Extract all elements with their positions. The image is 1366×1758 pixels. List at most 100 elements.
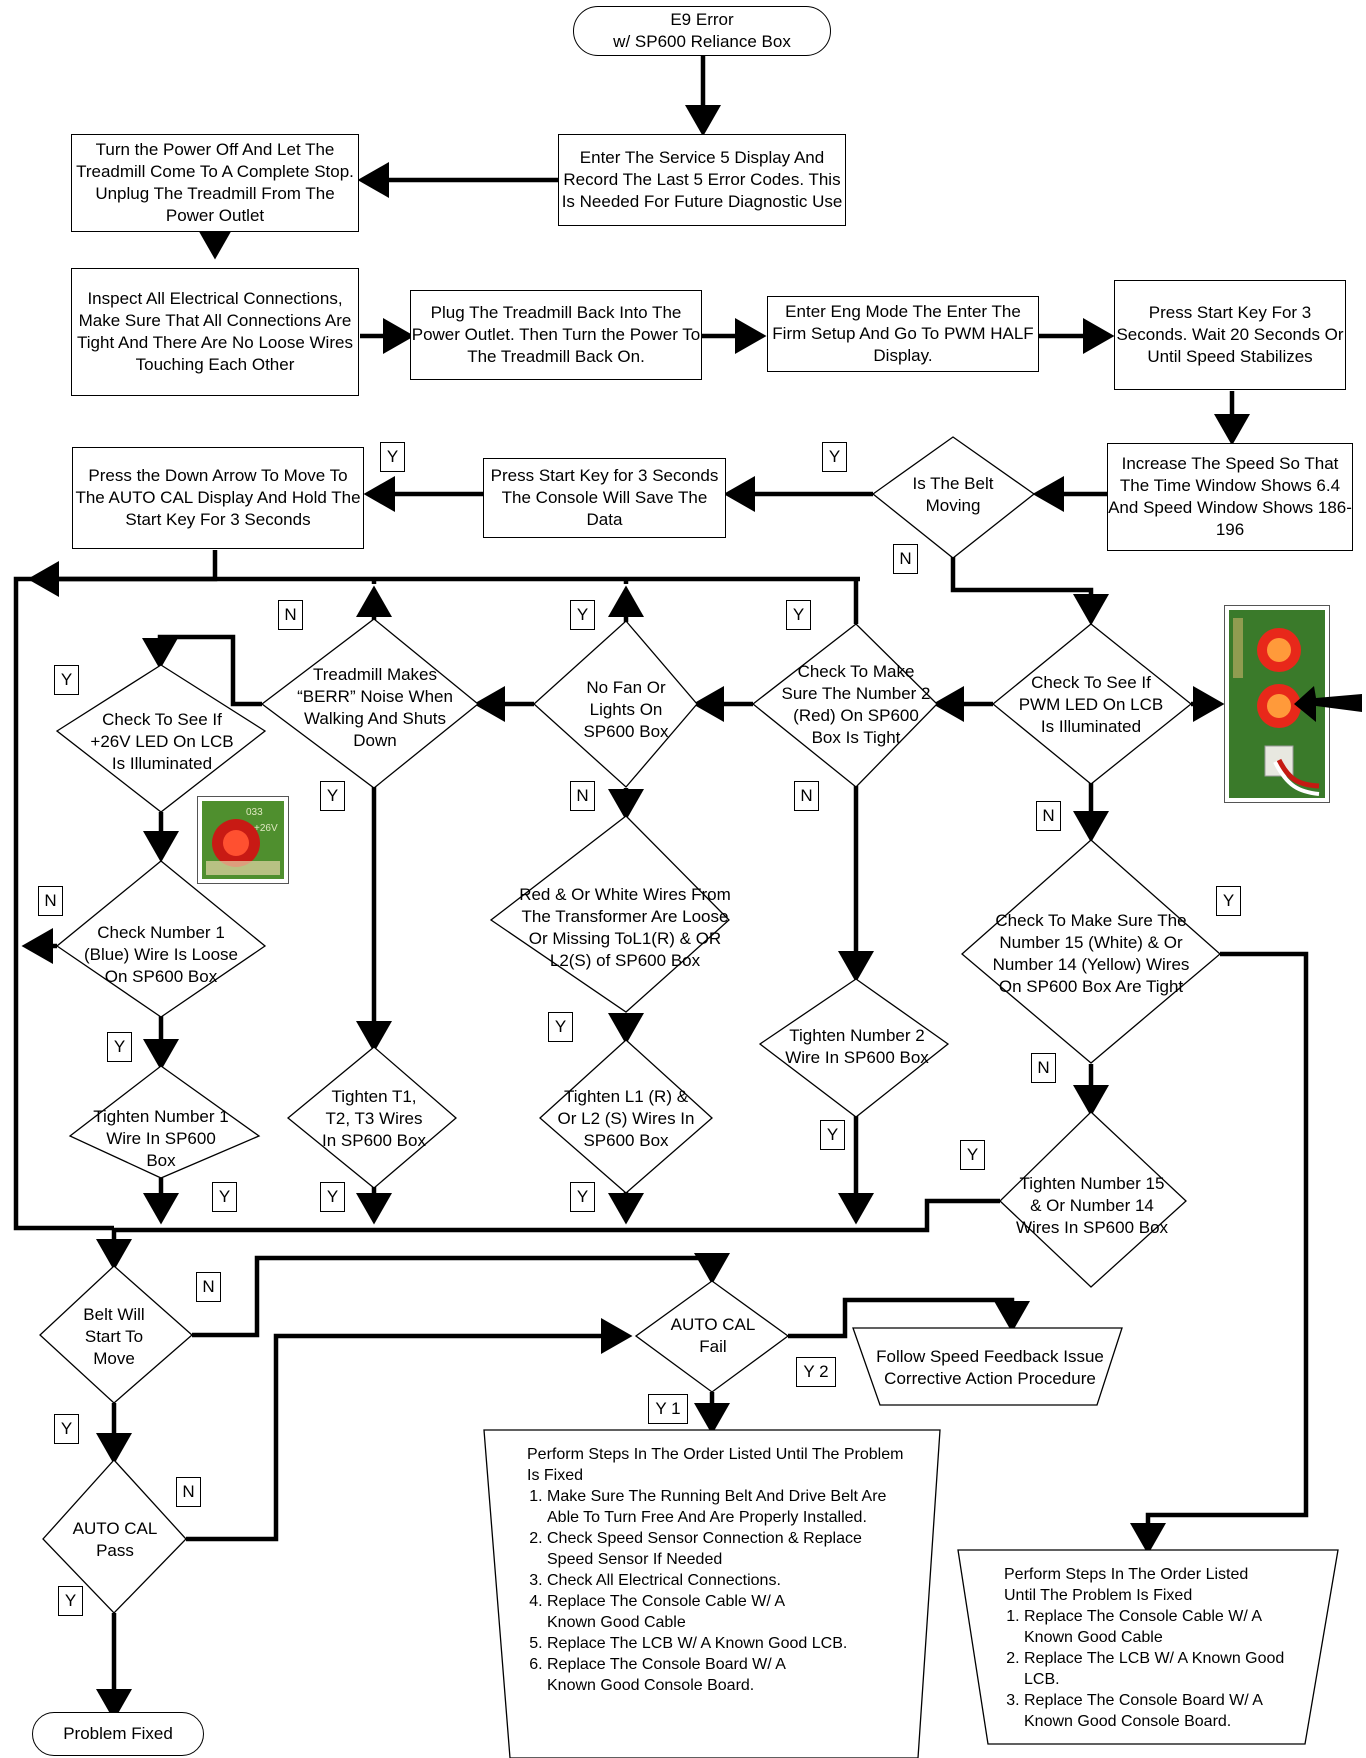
svg-text:+26V: +26V bbox=[254, 823, 278, 834]
label-y: Y bbox=[58, 1586, 83, 1616]
label-y2: Y 2 bbox=[796, 1357, 836, 1387]
decision-no-fan-shape bbox=[533, 620, 698, 788]
action-tighten-t-shape bbox=[286, 1046, 457, 1189]
procedure-right-intro: Perform Steps In The Order Listed Until … bbox=[1004, 1566, 1249, 1604]
procedure-left-item: Replace The LCB W/ A Known Good LCB. bbox=[547, 1633, 907, 1654]
decision-autocal-pass-shape bbox=[42, 1459, 187, 1614]
step-plug-in-text: Plug The Treadmill Back Into The Power O… bbox=[411, 303, 701, 366]
label-n: N bbox=[196, 1272, 221, 1302]
svg-text:033: 033 bbox=[246, 807, 263, 818]
decision-berr-shape bbox=[260, 618, 480, 789]
decision-autocal-fail-text: AUTO CAL Fail bbox=[670, 1315, 756, 1356]
procedure-left-item: Make Sure The Running Belt And Drive Bel… bbox=[547, 1486, 907, 1528]
step-save-data: Press Start Key for 3 Seconds The Consol… bbox=[483, 458, 726, 538]
decision-transformer-shape bbox=[489, 815, 730, 1013]
step-down-arrow-text: Press the Down Arrow To Move To The AUTO… bbox=[75, 466, 361, 529]
action-tighten-l: Tighten L1 (R) & Or L2 (S) Wires In SP60… bbox=[556, 1072, 696, 1166]
procedure-right-list: Replace The Console Cable W/ A Known Goo… bbox=[1004, 1606, 1304, 1732]
decision-transformer-text: Red & Or White Wires From The Transforme… bbox=[519, 885, 731, 970]
step-power-off-text: Turn the Power Off And Let The Treadmill… bbox=[76, 140, 354, 225]
connector bbox=[142, 634, 262, 707]
decision-led26-text: Check To See If +26V LED On LCB Is Illum… bbox=[90, 710, 234, 773]
decision-belt-moving-shape bbox=[871, 436, 1036, 559]
decision-red-wire-shape bbox=[751, 623, 938, 788]
procedure-left-intro: Perform Steps In The Order Listed Until … bbox=[527, 1446, 904, 1484]
start-text: E9 Error w/ SP600 Reliance Box bbox=[613, 10, 791, 51]
label-n: N bbox=[278, 600, 303, 630]
procedure-left: Perform Steps In The Order Listed Until … bbox=[527, 1444, 907, 1696]
connector bbox=[788, 1297, 1030, 1339]
procedure-right-item: Replace The Console Board W/ A Known Goo… bbox=[1024, 1690, 1304, 1732]
label-n: N bbox=[38, 886, 63, 916]
decision-autocal-fail-shape bbox=[634, 1280, 790, 1393]
label-n: N bbox=[893, 544, 918, 574]
decision-white-yellow-shape bbox=[961, 839, 1221, 1064]
procedure-right: Perform Steps In The Order Listed Until … bbox=[1004, 1564, 1304, 1732]
procedure-left-list: Make Sure The Running Belt And Drive Bel… bbox=[527, 1486, 907, 1696]
connector bbox=[114, 1198, 1000, 1233]
decision-white-yellow: Check To Make Sure The Number 15 (White)… bbox=[986, 886, 1196, 1022]
decision-led26-shape bbox=[55, 664, 267, 813]
label-y: Y bbox=[107, 1032, 132, 1062]
decision-berr: Treadmill Makes “BERR” Noise When Walkin… bbox=[286, 660, 464, 756]
problem-fixed-text: Problem Fixed bbox=[63, 1724, 173, 1743]
step-down-arrow: Press the Down Arrow To Move To The AUTO… bbox=[72, 447, 364, 549]
decision-no-fan: No Fan Or Lights On SP600 Box bbox=[566, 668, 686, 752]
speed-feedback: Follow Speed Feedback Issue Corrective A… bbox=[872, 1334, 1108, 1402]
step-eng-mode: Enter Eng Mode The Enter The Firm Setup … bbox=[767, 296, 1039, 372]
step-save-data-text: Press Start Key for 3 Seconds The Consol… bbox=[490, 466, 719, 529]
label-y: Y bbox=[380, 442, 405, 472]
label-y: Y bbox=[1216, 886, 1241, 916]
label-y: Y bbox=[822, 442, 847, 472]
procedure-left-shape bbox=[483, 1429, 941, 1758]
decision-belt-start-text: Belt Will Start To Move bbox=[83, 1305, 145, 1368]
action-tighten15-shape bbox=[999, 1111, 1187, 1288]
decision-blue-wire-text: Check Number 1 (Blue) Wire Is Loose On S… bbox=[84, 923, 238, 986]
decision-pwm-led-shape bbox=[991, 623, 1193, 785]
decision-led26: Check To See If +26V LED On LCB Is Illum… bbox=[84, 694, 240, 790]
label-n: N bbox=[1031, 1053, 1056, 1083]
label-y: Y bbox=[570, 1182, 595, 1212]
led26-photo: 033 +26V bbox=[197, 796, 289, 884]
decision-transformer: Red & Or White Wires From The Transforme… bbox=[512, 848, 738, 1008]
connector bbox=[1130, 951, 1309, 1555]
label-y: Y bbox=[320, 1182, 345, 1212]
decision-blue-wire-shape bbox=[55, 860, 267, 1018]
speed-feedback-text: Follow Speed Feedback Issue Corrective A… bbox=[876, 1347, 1104, 1388]
step-press-start: Press Start Key For 3 Seconds. Wait 20 S… bbox=[1114, 280, 1346, 390]
label-y: Y bbox=[820, 1120, 845, 1150]
label-n: N bbox=[570, 781, 595, 811]
step-plug-in: Plug The Treadmill Back Into The Power O… bbox=[410, 290, 702, 380]
label-y1: Y 1 bbox=[648, 1394, 688, 1424]
step-eng-mode-text: Enter Eng Mode The Enter The Firm Setup … bbox=[772, 302, 1034, 365]
speed-feedback-shape bbox=[852, 1327, 1123, 1406]
led26-image: 033 +26V bbox=[202, 801, 284, 879]
label-n: N bbox=[176, 1477, 201, 1507]
decision-belt-start: Belt Will Start To Move bbox=[64, 1302, 164, 1372]
decision-red-wire: Check To Make Sure The Number 2 (Red) On… bbox=[780, 650, 932, 760]
action-tighten1-text: Tighten Number 1 Wire In SP600 Box bbox=[93, 1107, 229, 1170]
procedure-right-item: Replace The LCB W/ A Known Good LCB. bbox=[1024, 1648, 1304, 1690]
start-terminal: E9 Error w/ SP600 Reliance Box bbox=[573, 6, 831, 56]
decision-red-wire-text: Check To Make Sure The Number 2 (Red) On… bbox=[781, 662, 931, 747]
action-tighten2-shape bbox=[758, 978, 950, 1118]
step-increase-speed-text: Increase The Speed So That The Time Wind… bbox=[1108, 454, 1352, 539]
procedure-left-item: Check Speed Sensor Connection & Replace … bbox=[547, 1528, 907, 1570]
decision-blue-wire: Check Number 1 (Blue) Wire Is Loose On S… bbox=[80, 900, 242, 1010]
pwm-led-photo bbox=[1224, 605, 1330, 803]
pwm-led-image bbox=[1229, 610, 1325, 798]
action-tighten-l-text: Tighten L1 (R) & Or L2 (S) Wires In SP60… bbox=[557, 1087, 695, 1150]
action-tighten2: Tighten Number 2 Wire In SP600 Box bbox=[776, 1012, 938, 1082]
label-y: Y bbox=[786, 600, 811, 630]
label-y: Y bbox=[212, 1182, 237, 1212]
connector bbox=[27, 550, 218, 597]
label-y: Y bbox=[54, 1414, 79, 1444]
step-power-off: Turn the Power Off And Let The Treadmill… bbox=[71, 134, 359, 232]
decision-pwm-led: Check To See If PWM LED On LCB Is Illumi… bbox=[1018, 657, 1164, 753]
action-tighten1-shape bbox=[68, 1065, 261, 1179]
step-service5: Enter The Service 5 Display And Record T… bbox=[558, 134, 846, 226]
connector bbox=[950, 555, 1109, 626]
label-y: Y bbox=[570, 600, 595, 630]
label-n: N bbox=[794, 781, 819, 811]
